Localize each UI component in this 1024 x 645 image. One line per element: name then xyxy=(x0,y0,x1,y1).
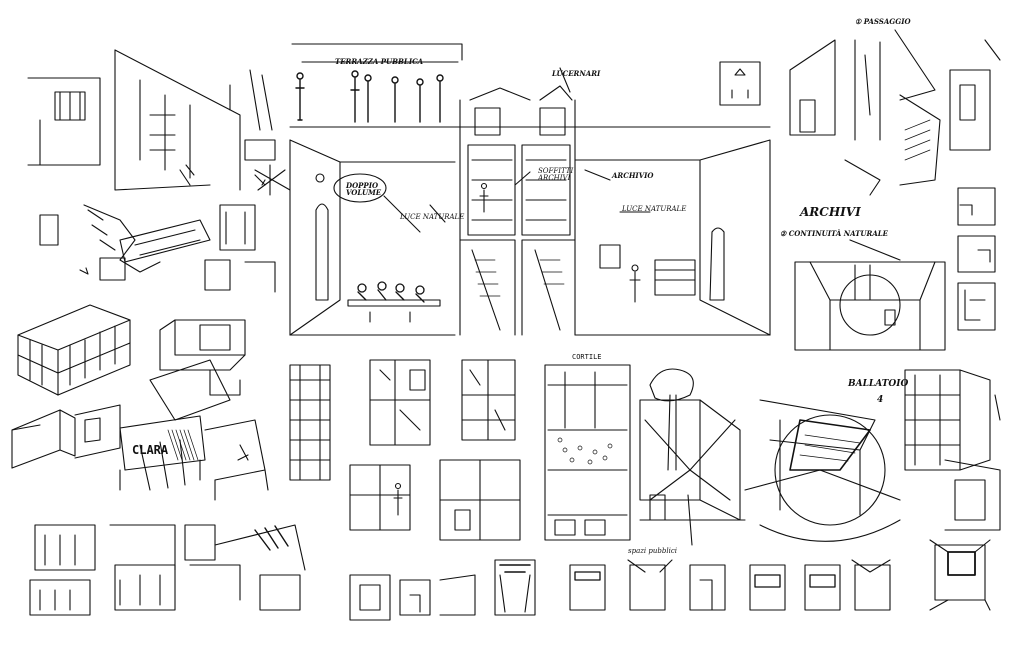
bottom-row-sketches xyxy=(29,524,991,621)
left-middle-sketches xyxy=(11,204,276,501)
label-luce-naturale-right: LUCE NATURALE xyxy=(622,205,687,213)
label-ballatoio: BALLATOIO xyxy=(848,379,909,389)
label-archivio: ARCHIVIO xyxy=(612,171,654,180)
label-lucernari: LUCERNARI xyxy=(552,69,601,78)
label-continuita: ② CONTINUITÀ NATURALE xyxy=(780,229,889,238)
main-section-drawing xyxy=(289,43,771,336)
label-cortile: CORTILE xyxy=(572,353,602,361)
label-soffitti-archivi: SOFFITTI ARCHIVI xyxy=(538,167,574,182)
label-terrazza: TERRAZZA PUBBLICA xyxy=(335,57,424,66)
label-clara: CLARA xyxy=(132,443,169,457)
label-luce-naturale-left: LUCE NATURALE xyxy=(400,213,465,221)
label-spazi-pubblici: spazi pubblici xyxy=(628,547,677,555)
top-left-sketches xyxy=(27,49,291,196)
right-middle-sketches xyxy=(744,369,1001,542)
label-passaggio: ① PASSAGGIO xyxy=(855,17,911,26)
top-right-sketches xyxy=(719,29,1001,351)
label-ballatoio-number: 4 xyxy=(877,395,884,405)
label-archivi: ARCHIVI xyxy=(800,205,861,219)
label-doppio-volume: DOPPIO VOLUME xyxy=(346,181,382,197)
center-plan-sketches xyxy=(289,359,746,546)
